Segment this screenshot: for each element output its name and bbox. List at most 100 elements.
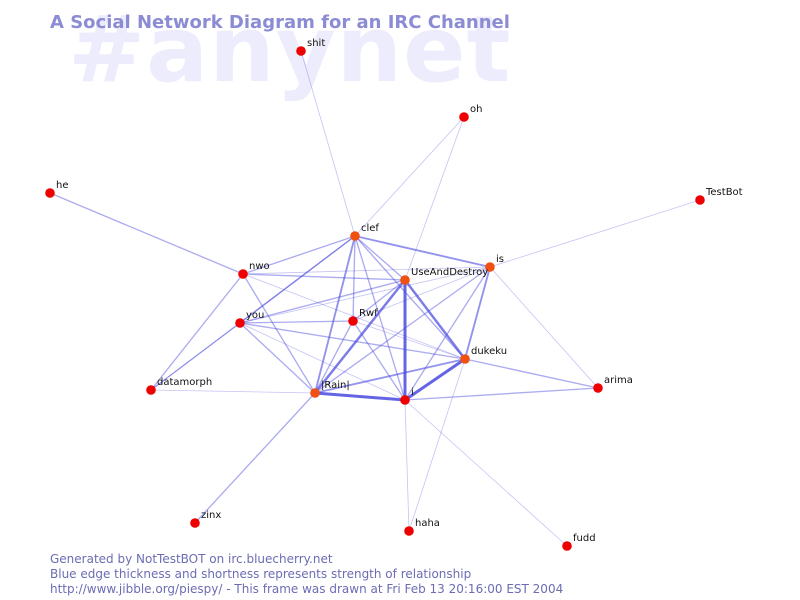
edge-oh-clef xyxy=(354,116,465,237)
node-dukeku: dukeku xyxy=(460,346,507,364)
edge-dukeku-rainl xyxy=(314,358,466,394)
edge-clef-useanddestroy xyxy=(354,235,406,281)
node-label: Rwf xyxy=(359,308,378,319)
node-label: dukeku xyxy=(471,346,507,357)
node-rwf: Rwf xyxy=(348,308,378,326)
node-dot xyxy=(695,195,705,205)
edge-is-you xyxy=(239,266,491,324)
edge-nwo-datamorph xyxy=(150,273,244,391)
edge-i-arima xyxy=(404,387,599,401)
edge-clef-rwf xyxy=(352,235,356,322)
footer-url-timestamp-text: http://www.jibble.org/piespy/ - This fra… xyxy=(50,582,564,596)
edge-clef-datamorph xyxy=(150,235,356,391)
node-dot xyxy=(460,354,470,364)
edge-rainl-zinx xyxy=(194,392,316,524)
edge-is-nwo xyxy=(242,266,491,275)
edge-rainl-i xyxy=(313,391,407,402)
edge-layer xyxy=(49,50,701,547)
node-dot xyxy=(45,188,55,198)
node-dot xyxy=(146,385,156,395)
edge-clef-rainl xyxy=(314,235,356,394)
node-oh: oh xyxy=(459,104,482,122)
node-you: you xyxy=(235,310,264,328)
node-dot xyxy=(400,275,410,285)
node-label: nwo xyxy=(249,261,270,272)
node-shit: shit xyxy=(296,38,325,56)
node-zinx: zinx xyxy=(190,510,221,528)
node-dot xyxy=(235,318,245,328)
edge-shit-clef xyxy=(300,50,356,237)
node-clef: clef xyxy=(350,223,379,241)
edge-is-i xyxy=(404,266,491,401)
edge-useanddestroy-rwf xyxy=(352,279,406,322)
node-dot xyxy=(593,383,603,393)
node-label: UseAndDestroy xyxy=(411,267,488,278)
edge-oh-useanddestroy xyxy=(404,116,465,281)
edge-nwo-rainl xyxy=(242,273,316,394)
edge-is-rainl xyxy=(314,266,491,394)
edge-you-rainl xyxy=(239,322,316,394)
node-dot xyxy=(400,395,410,405)
node-haha: haha xyxy=(404,518,440,536)
edge-you-i xyxy=(239,322,406,401)
edge-you-dukeku xyxy=(239,322,466,360)
edge-clef-nwo xyxy=(242,235,356,275)
node-testbot: TestBot xyxy=(695,187,743,205)
node-label: |Rain| xyxy=(321,380,350,391)
node-dot xyxy=(404,526,414,536)
edge-is-rwf xyxy=(352,266,491,322)
node-rainl: |Rain| xyxy=(310,380,350,398)
edge-rwf-i xyxy=(352,320,406,401)
edge-you-datamorph xyxy=(150,322,241,391)
node-label: arima xyxy=(604,375,633,386)
node-dot xyxy=(485,262,495,272)
node-dot xyxy=(459,112,469,122)
node-dot xyxy=(238,269,248,279)
footer: Generated by NotTestBOT on irc.bluecherr… xyxy=(50,552,563,597)
edge-clef-dukeku xyxy=(354,235,466,360)
node-label: fudd xyxy=(573,533,596,544)
edge-he-nwo xyxy=(49,192,244,275)
edge-is-dukeku xyxy=(464,266,491,360)
edge-is-arima xyxy=(489,266,599,389)
edge-rainl-datamorph xyxy=(150,389,316,394)
node-label: you xyxy=(246,310,264,321)
edge-you-rwf xyxy=(239,320,354,324)
edge-i-fudd xyxy=(404,399,568,547)
node-dot xyxy=(296,46,306,56)
node-label: i xyxy=(411,387,414,398)
node-dot xyxy=(562,541,572,551)
node-dot xyxy=(348,316,358,326)
edge-useanddestroy-rainl xyxy=(313,278,407,395)
node-label: haha xyxy=(415,518,440,529)
edge-nwo-useanddestroy xyxy=(242,273,406,281)
node-useanddestroy: UseAndDestroy xyxy=(400,267,488,285)
node-he: he xyxy=(45,180,69,198)
node-dot xyxy=(190,518,200,528)
page-title: A Social Network Diagram for an IRC Chan… xyxy=(50,12,510,33)
node-i: i xyxy=(400,387,414,405)
node-datamorph: datamorph xyxy=(146,377,212,395)
edge-i-haha xyxy=(404,399,410,532)
node-label: shit xyxy=(307,38,325,49)
node-label: clef xyxy=(361,223,379,234)
edge-useanddestroy-you xyxy=(239,279,406,324)
node-label: TestBot xyxy=(705,187,743,198)
edge-clef-i xyxy=(354,235,406,401)
edge-testbot-is xyxy=(489,199,701,268)
node-dot xyxy=(350,231,360,241)
footer-generator-text: Generated by NotTestBOT on irc.bluecherr… xyxy=(50,552,333,566)
node-label: zinx xyxy=(201,510,221,521)
edge-clef-is xyxy=(354,235,491,268)
node-arima: arima xyxy=(593,375,633,393)
node-label: datamorph xyxy=(157,377,212,388)
node-is: is xyxy=(485,254,504,272)
edge-dukeku-haha xyxy=(408,358,466,532)
edge-dukeku-i xyxy=(403,357,467,402)
node-nwo: nwo xyxy=(238,261,270,279)
edge-useanddestroy-dukeku xyxy=(403,278,467,361)
edge-clef-you xyxy=(239,235,356,324)
